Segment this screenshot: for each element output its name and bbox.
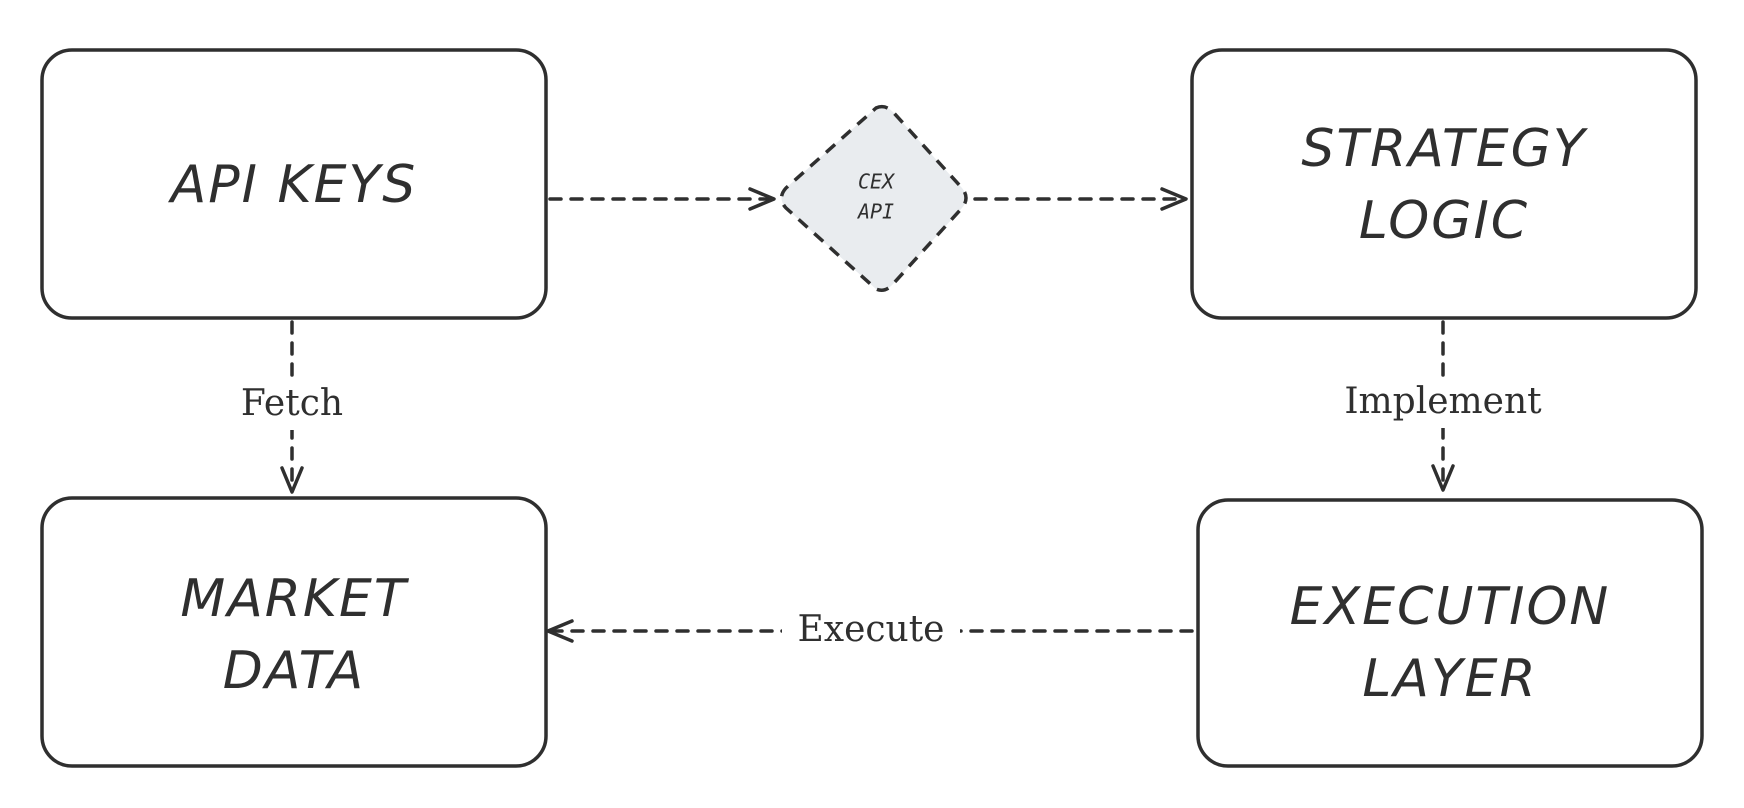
node-strategy-logic-label-line-2: LOGIC xyxy=(1359,191,1529,251)
edge-fetch-label-bg xyxy=(222,380,362,430)
node-market-data-label-line-2: DATA xyxy=(223,641,365,701)
node-market-data: MARKET DATA xyxy=(40,496,548,768)
node-cex-api-label-line-2: API xyxy=(856,200,894,224)
edge-keys-to-api xyxy=(548,187,776,211)
node-api-keys-label: API KEYS xyxy=(168,155,418,215)
edge-fetch-arrowhead xyxy=(280,466,304,494)
node-execution-layer-label-line-1: EXECUTION xyxy=(1290,577,1611,637)
edge-implement-arrowhead xyxy=(1431,464,1455,492)
edge-execute-label-bg xyxy=(782,606,960,656)
node-cex-api-label-line-1: CEX xyxy=(858,170,896,194)
edge-fetch: Fetch xyxy=(222,320,362,494)
node-api-keys-box xyxy=(40,48,548,320)
edge-fetch-label: Fetch xyxy=(241,383,343,424)
edge-execute-label: Execute xyxy=(797,609,944,650)
node-cex-api-diamond xyxy=(779,104,968,292)
node-cex-api: CEX API xyxy=(779,104,968,292)
node-strategy-logic: STRATEGY LOGIC xyxy=(1190,48,1698,320)
node-strategy-logic-label-line-1: STRATEGY xyxy=(1301,119,1589,179)
edge-execute-arrowhead xyxy=(546,619,574,643)
node-market-data-label-line-1: MARKET xyxy=(180,569,410,629)
node-execution-layer-box xyxy=(1196,498,1704,768)
edge-implement: Implement xyxy=(1333,320,1553,492)
edge-api-to-strategy xyxy=(973,187,1188,211)
edge-api-to-strategy-arrowhead xyxy=(1160,187,1188,211)
node-strategy-logic-box xyxy=(1190,48,1698,320)
edge-implement-label-bg xyxy=(1333,378,1553,428)
node-api-keys: API KEYS xyxy=(40,48,548,320)
edge-implement-label: Implement xyxy=(1344,381,1542,422)
edge-keys-to-api-arrowhead xyxy=(748,187,776,211)
node-execution-layer: EXECUTION LAYER xyxy=(1196,498,1704,768)
node-execution-layer-label-line-2: LAYER xyxy=(1362,649,1537,709)
edge-execute: Execute xyxy=(546,606,1194,656)
node-market-data-box xyxy=(40,496,548,768)
